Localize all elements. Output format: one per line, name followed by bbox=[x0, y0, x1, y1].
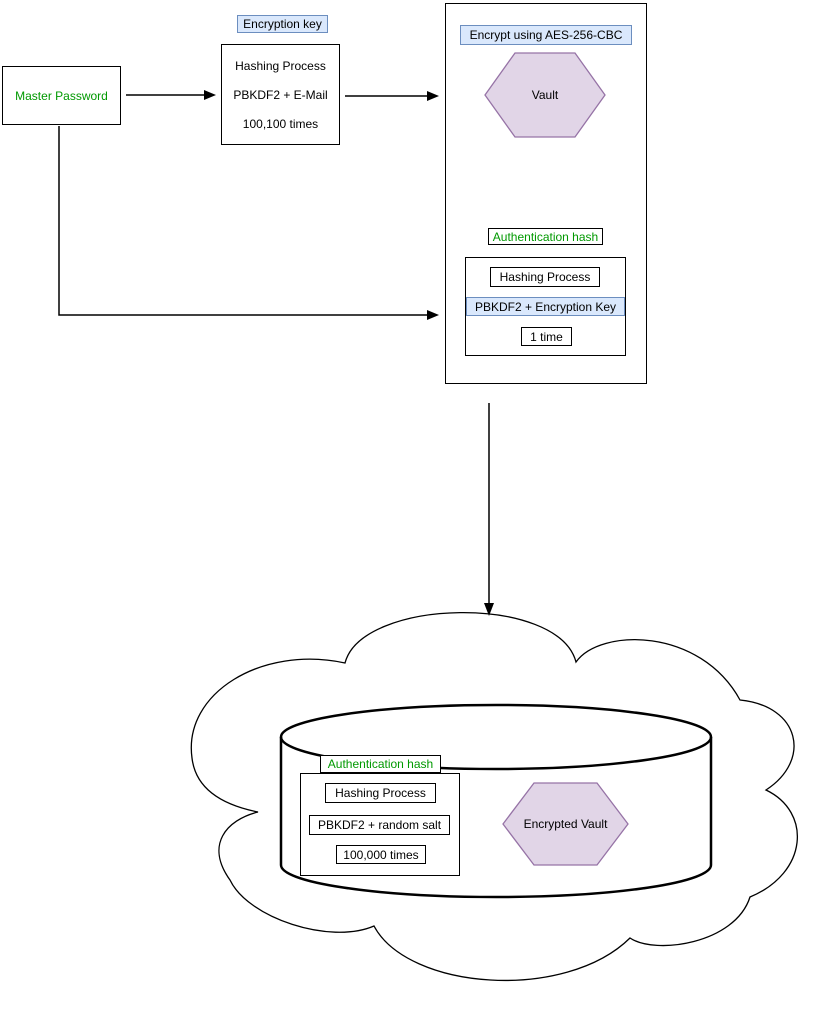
kdf-box-line2: PBKDF2 + E-Mail bbox=[233, 87, 328, 102]
arrow-master-to-authhash bbox=[58, 126, 439, 320]
encrypt-aes-tag: Encrypt using AES-256-CBC bbox=[460, 25, 632, 45]
auth-hash-tag-upper: Authentication hash bbox=[488, 228, 603, 245]
auth-hash-tag-cloud-label: Authentication hash bbox=[327, 757, 434, 771]
encryption-key-tag-label: Encryption key bbox=[243, 17, 322, 31]
auth-hash-cloud-step3: 100,000 times bbox=[336, 845, 426, 864]
arrow-kdf-to-encrypt bbox=[345, 91, 439, 101]
kdf-box: Hashing Process PBKDF2 + E-Mail 100,100 … bbox=[221, 44, 340, 145]
arrow-encrypt-to-cloud bbox=[484, 403, 494, 616]
auth-hash-upper-step2: PBKDF2 + Encryption Key bbox=[466, 297, 625, 316]
encrypt-container bbox=[445, 3, 647, 384]
auth-hash-tag-cloud: Authentication hash bbox=[320, 755, 441, 773]
master-password-node: Master Password bbox=[2, 66, 121, 125]
vault-hexagon bbox=[484, 52, 606, 138]
encrypted-vault-hexagon bbox=[502, 782, 629, 866]
auth-hash-upper-step3: 1 time bbox=[521, 327, 572, 346]
encrypted-vault-hexagon-label: Encrypted Vault bbox=[523, 817, 608, 831]
master-password-label: Master Password bbox=[15, 88, 108, 103]
auth-hash-cloud-step1: Hashing Process bbox=[325, 783, 436, 803]
auth-hash-tag-upper-label: Authentication hash bbox=[492, 229, 599, 244]
encrypt-aes-tag-label: Encrypt using AES-256-CBC bbox=[469, 28, 623, 42]
auth-hash-cloud-step2: PBKDF2 + random salt bbox=[309, 815, 450, 835]
encryption-key-tag: Encryption key bbox=[237, 15, 328, 33]
vault-hexagon-label: Vault bbox=[531, 88, 559, 102]
kdf-box-line3: 100,100 times bbox=[242, 116, 319, 131]
kdf-box-line1: Hashing Process bbox=[235, 58, 326, 73]
auth-hash-upper-step1: Hashing Process bbox=[490, 267, 600, 287]
database-cylinder-top-arc bbox=[279, 736, 713, 771]
arrow-master-to-kdf bbox=[126, 90, 216, 100]
